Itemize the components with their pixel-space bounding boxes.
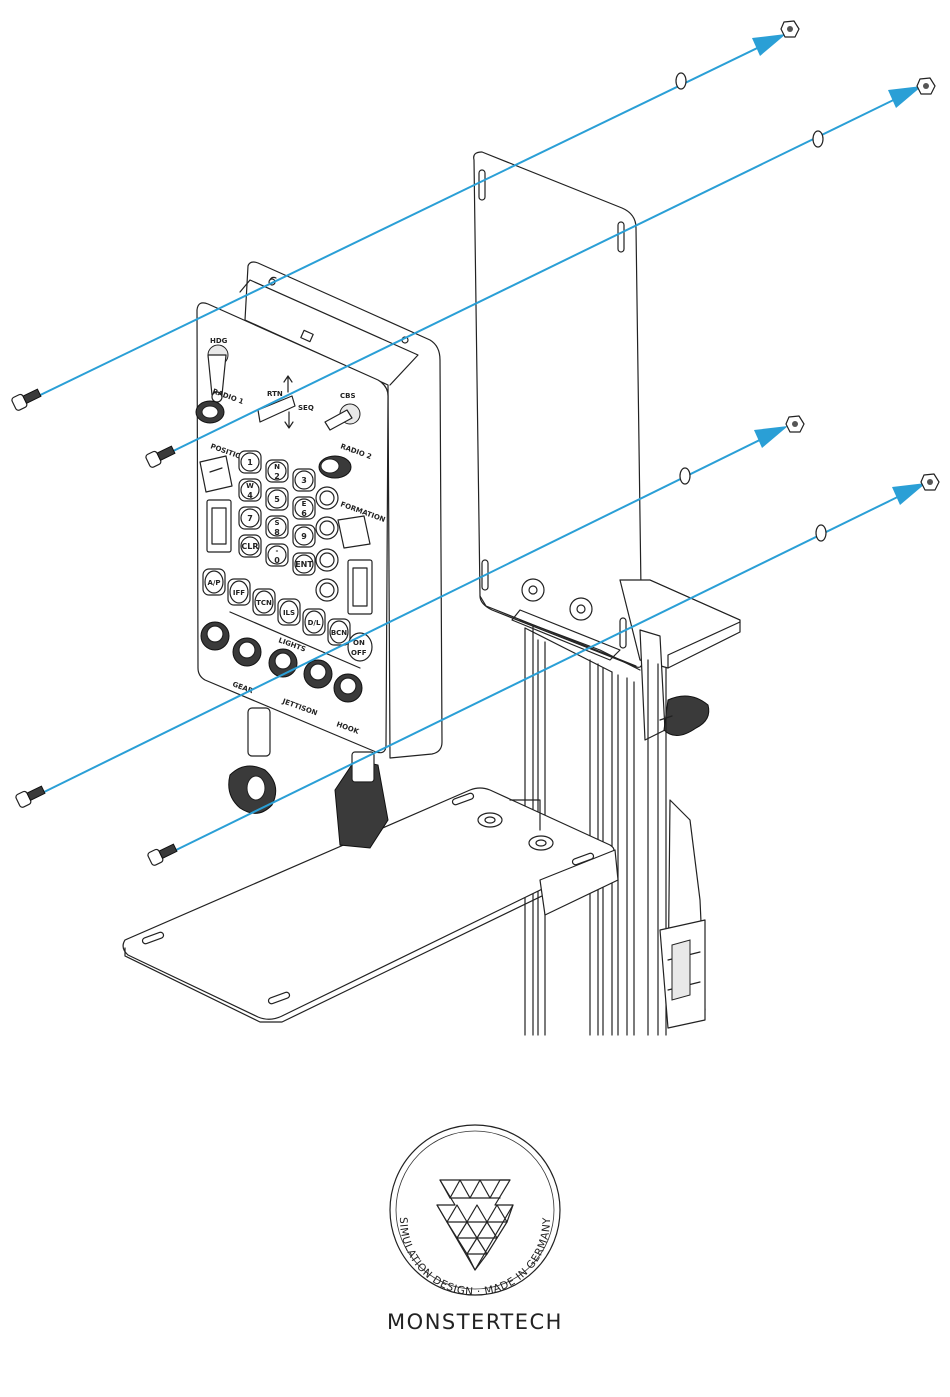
key-label: ENT xyxy=(295,560,313,569)
keypad-key[interactable]: CLR xyxy=(239,535,261,557)
function-key[interactable]: A/P xyxy=(203,569,225,595)
key-sublabel: S xyxy=(274,519,279,527)
keypad-key[interactable]: N2 xyxy=(266,460,288,482)
key-label: CLR xyxy=(241,542,258,551)
bolt-icon xyxy=(15,783,46,808)
control-panel: HDG RADIO 1 RTN SEQ CBS RADIO 2 POSITION xyxy=(196,262,442,758)
key-label: 1 xyxy=(247,458,253,467)
bolt-icon xyxy=(11,386,42,411)
bolt-icon xyxy=(145,443,176,468)
key-label: 5 xyxy=(274,495,280,504)
label-cbs: CBS xyxy=(340,392,356,400)
vertical-mounting-plate xyxy=(474,152,642,667)
radio1-knob[interactable] xyxy=(196,401,224,423)
function-key-label: IFF xyxy=(233,589,245,597)
keypad-key[interactable]: 9 xyxy=(293,525,315,547)
nut-icon xyxy=(786,416,804,432)
washer-icon xyxy=(680,468,690,484)
function-key[interactable]: TCN xyxy=(253,589,275,615)
key-label: 8 xyxy=(274,528,280,537)
keypad-key[interactable]: 1 xyxy=(239,451,261,473)
key-label: 0 xyxy=(274,556,280,565)
logo-ring-text: SIMULATION DESIGN · MADE IN GERMANY xyxy=(397,1217,553,1298)
keypad-key[interactable]: 7 xyxy=(239,507,261,529)
key-sublabel: W xyxy=(246,482,254,490)
function-key[interactable]: IFF xyxy=(228,579,250,605)
bolts xyxy=(11,386,178,866)
brand-name: MONSTERTECH xyxy=(0,1310,950,1334)
nut-icon xyxy=(917,78,935,94)
function-key[interactable]: D/L xyxy=(303,609,325,635)
right-clamp xyxy=(660,800,705,1028)
keypad-key[interactable]: E6 xyxy=(293,497,315,519)
key-label: 4 xyxy=(247,491,253,500)
keypad-key[interactable]: W4 xyxy=(239,479,261,501)
position-rotary[interactable] xyxy=(200,456,232,492)
radio2-knob[interactable] xyxy=(319,456,351,478)
key-sublabel: E xyxy=(302,500,307,508)
key-label: 9 xyxy=(301,532,307,541)
keypad-key[interactable]: 3 xyxy=(293,469,315,491)
function-key-label: A/P xyxy=(207,579,220,587)
function-key-label: BCN xyxy=(331,629,347,637)
keypad-key[interactable]: ENT xyxy=(293,553,315,575)
key-sublabel: N xyxy=(274,463,280,471)
monstertech-logo: SIMULATION DESIGN · MADE IN GERMANY xyxy=(390,1125,560,1298)
function-key-label: TCN xyxy=(256,599,272,607)
function-key-label: D/L xyxy=(308,619,321,627)
formation-rotary[interactable] xyxy=(338,516,370,548)
keypad-key[interactable]: -0 xyxy=(266,544,288,566)
nut-icon xyxy=(781,21,799,37)
label-rtn: RTN xyxy=(267,390,283,398)
washer-icon xyxy=(813,131,823,147)
label-hdg: HDG xyxy=(210,337,228,345)
function-key[interactable]: ILS xyxy=(278,599,300,625)
left-rocker-switch[interactable] xyxy=(207,500,231,552)
key-sublabel: - xyxy=(276,547,279,555)
function-key-label: ILS xyxy=(283,609,295,617)
nut-icon xyxy=(921,474,939,490)
washer-icon xyxy=(676,73,686,89)
key-label: 2 xyxy=(274,472,280,481)
washer-icon xyxy=(816,525,826,541)
triangle-mark-icon xyxy=(437,1180,513,1270)
key-label: 6 xyxy=(301,509,307,518)
keypad-key[interactable]: 5 xyxy=(266,488,288,510)
key-label: 3 xyxy=(301,476,307,485)
function-key[interactable]: BCN xyxy=(328,619,350,645)
key-label: 7 xyxy=(247,514,253,523)
label-seq: SEQ xyxy=(298,404,314,412)
keypad-key[interactable]: S8 xyxy=(266,516,288,538)
off-label: OFF xyxy=(351,649,367,657)
right-rocker-switch[interactable] xyxy=(348,560,372,614)
bolt-icon xyxy=(147,841,178,866)
